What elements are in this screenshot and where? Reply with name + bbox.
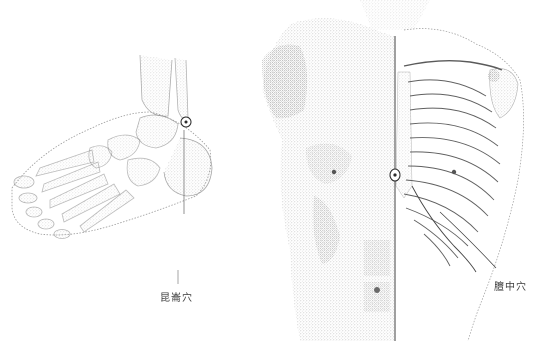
talus-bone — [136, 115, 178, 148]
shanzhong-point-marker — [390, 169, 400, 181]
navicular-bone — [108, 135, 140, 160]
right-nipple — [452, 170, 456, 174]
left-nipple — [332, 170, 336, 174]
foot-ankle-illustration — [12, 55, 212, 284]
right-shoulder-joint — [488, 70, 500, 82]
fibula-bone — [175, 58, 188, 119]
neck — [360, 0, 430, 30]
abdomen-patch-lower — [364, 282, 390, 312]
cuboid-bone — [127, 158, 160, 186]
right-clavicle — [404, 61, 502, 70]
kunlun-point-marker — [181, 117, 191, 127]
shanzhong-point-label: 膻中穴 — [494, 278, 527, 293]
torso-illustration — [262, 0, 524, 341]
right-ribcage — [404, 80, 500, 266]
tibia-bone — [140, 55, 172, 116]
kunlun-point-label: 昆崙穴 — [160, 289, 193, 304]
abdomen-patch-upper — [364, 240, 390, 276]
calcaneus-bone — [164, 138, 212, 196]
costal-margin — [412, 186, 476, 272]
navel — [374, 287, 380, 293]
